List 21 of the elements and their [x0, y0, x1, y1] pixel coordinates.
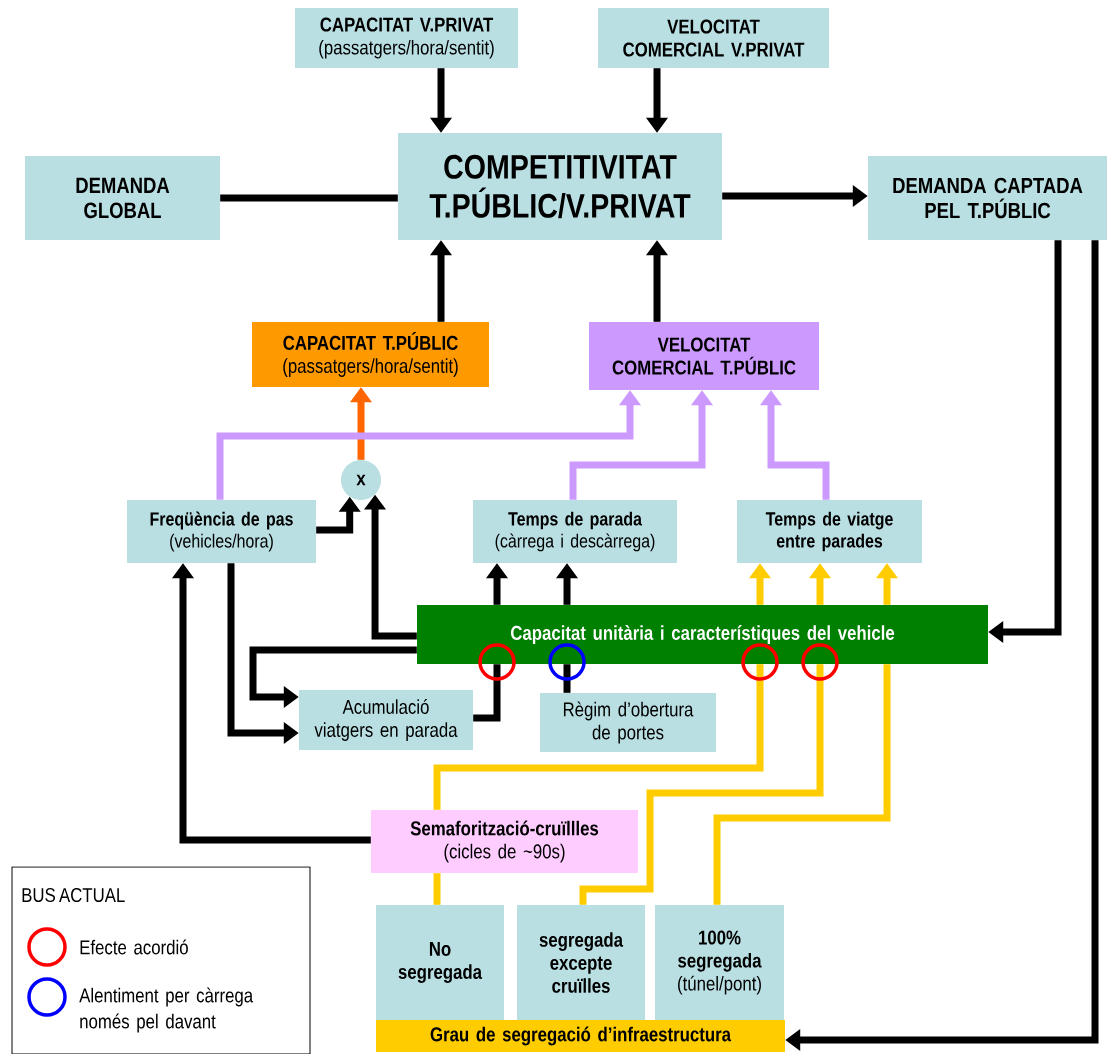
factor-box: DEMANDA CAPTADA PEL T.PÚBLIC	[868, 156, 1107, 240]
legend-title: BUS ACTUAL	[22, 887, 125, 903]
option-box: segregada excepte cruïlles	[517, 905, 645, 1020]
option-box: No segregada	[376, 905, 504, 1020]
legend-text: Efecte acordió	[80, 939, 188, 955]
option-box: 100% segregada (túnel/pont)	[655, 905, 784, 1020]
vehicle-bar: Capacitat unitària i característiques del vehicle	[417, 605, 988, 664]
factor-box: VELOCITAT COMERCIAL V.PRIVAT	[598, 8, 829, 68]
central-box: COMPETITIVITAT T.PÚBLIC/V.PRIVAT	[398, 133, 722, 240]
factor-box: DEMANDA GLOBAL	[25, 156, 220, 240]
factor-box: Acumulació viatgers en parada	[299, 690, 473, 750]
factor-box: Temps de viatge entre parades	[737, 500, 922, 563]
legend-text: Alentiment per càrrega només pel davant	[79, 987, 254, 1033]
factor-box: CAPACITAT V.PRIVAT (passatgers/hora/sentit)	[295, 8, 518, 68]
factor-box: Temps de parada (càrrega i descàrrega)	[473, 500, 677, 563]
factor-box: Semaforització-cruïllles (cicles de ~90s)	[371, 810, 638, 873]
factor-box: VELOCITAT COMERCIAL T.PÚBLIC	[589, 322, 819, 390]
factor-box: Règim d’obertura de portes	[540, 693, 716, 752]
factor-box: Freqüència de pas (vehicles/hora)	[127, 500, 316, 563]
segregation-bar: Grau de segregació d’infraestructura	[376, 1020, 785, 1052]
factor-box: CAPACITAT T.PÚBLIC (passatgers/hora/sentit)	[252, 322, 489, 387]
